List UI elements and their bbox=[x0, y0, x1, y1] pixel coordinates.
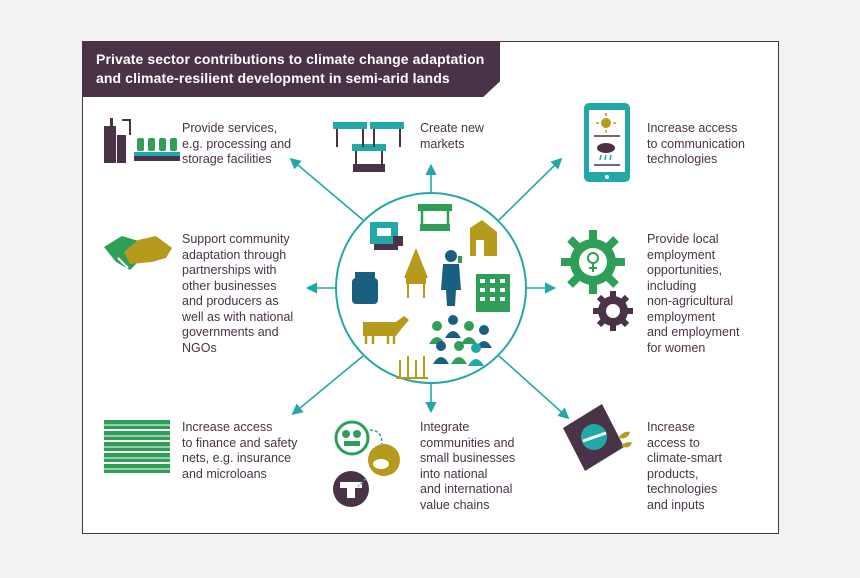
mini-market-icon bbox=[418, 204, 452, 231]
crops-icon bbox=[396, 356, 428, 379]
person-on-phone-icon bbox=[441, 250, 462, 306]
arrow-lower-right bbox=[498, 355, 570, 420]
item-line: access to bbox=[647, 435, 700, 450]
item-line: communities and bbox=[420, 435, 515, 450]
item-line: well as with national bbox=[182, 309, 294, 324]
milk-can-icon bbox=[352, 272, 378, 304]
item-line: partnerships with bbox=[182, 263, 277, 277]
house-icon bbox=[470, 220, 497, 256]
community-group-icon bbox=[429, 315, 492, 366]
item-line: Increase access bbox=[182, 420, 273, 434]
item-line: adaptation through bbox=[182, 247, 287, 262]
title-line-1: Private sector contributions to climate … bbox=[96, 51, 485, 67]
arrow-upper-left bbox=[289, 157, 364, 221]
item-new-markets: Create new markets bbox=[420, 121, 484, 152]
title-banner: Private sector contributions to climate … bbox=[82, 41, 500, 97]
office-building-icon bbox=[476, 274, 510, 312]
value-chain-icon bbox=[333, 420, 400, 507]
market-stalls-icon bbox=[333, 122, 404, 172]
item-line: and microloans bbox=[182, 466, 267, 481]
item-line: Increase bbox=[647, 420, 695, 434]
arrow-lower-left bbox=[291, 355, 364, 416]
item-line: value chains bbox=[420, 497, 490, 512]
item-communication-technologies: Increase access to communication technol… bbox=[647, 121, 745, 168]
item-local-employment: Provide local employment opportunities, … bbox=[647, 232, 739, 356]
item-line: storage facilities bbox=[182, 152, 272, 166]
item-line: Increase access bbox=[647, 121, 738, 135]
item-line: nets, e.g. insurance bbox=[182, 451, 292, 465]
mill-machine-icon bbox=[370, 222, 403, 250]
item-line: e.g. processing and bbox=[182, 136, 292, 151]
item-community-adaptation: Support community adaptation through par… bbox=[182, 232, 293, 356]
item-line: technologies bbox=[647, 482, 718, 496]
item-line: NGOs bbox=[182, 340, 217, 355]
cow-icon bbox=[363, 316, 409, 344]
item-line: employment bbox=[647, 309, 716, 324]
processing-factory-icon bbox=[104, 118, 180, 163]
item-line: Support community bbox=[182, 232, 290, 246]
item-line: governments and bbox=[182, 325, 279, 339]
item-line: into national bbox=[420, 466, 488, 481]
item-line: other businesses bbox=[182, 278, 277, 293]
item-line: opportunities, bbox=[647, 263, 723, 277]
item-line: including bbox=[647, 278, 697, 293]
seed-packet-icon bbox=[563, 404, 632, 471]
item-line: to communication bbox=[647, 136, 745, 151]
item-line: Provide services, bbox=[182, 121, 278, 135]
item-line: Create new bbox=[420, 121, 484, 135]
handshake-icon bbox=[104, 236, 172, 271]
item-line: and producers as bbox=[182, 294, 279, 308]
item-line: to finance and safety bbox=[182, 435, 298, 450]
item-line: employment bbox=[647, 247, 716, 262]
item-line: and inputs bbox=[647, 497, 705, 512]
item-line: and international bbox=[420, 482, 513, 496]
item-finance-access: Increase access to finance and safety ne… bbox=[182, 420, 297, 482]
gears-female-icon bbox=[561, 230, 633, 331]
item-line: Integrate bbox=[420, 420, 470, 434]
title-line-2: and climate-resilient development in sem… bbox=[96, 70, 450, 86]
item-climate-smart-products: Increase access to climate-smart product… bbox=[647, 420, 722, 513]
item-line: small businesses bbox=[420, 451, 516, 465]
item-line: products, bbox=[647, 466, 699, 481]
item-value-chains: Integrate communities and small business… bbox=[420, 420, 515, 513]
item-line: technologies bbox=[647, 152, 718, 166]
item-processing-services: Provide services, e.g. processing and st… bbox=[182, 121, 291, 168]
item-line: markets bbox=[420, 136, 465, 151]
item-line: climate-smart bbox=[647, 451, 723, 465]
item-line: for women bbox=[647, 340, 706, 355]
item-line: and employment bbox=[647, 325, 740, 339]
money-stack-icon bbox=[104, 420, 170, 473]
mobile-weather-icon bbox=[584, 103, 630, 182]
item-line: Provide local bbox=[647, 232, 719, 246]
item-line: non-agricultural bbox=[647, 294, 734, 308]
arrow-upper-right bbox=[498, 157, 563, 221]
granary-hut-icon bbox=[404, 248, 428, 298]
